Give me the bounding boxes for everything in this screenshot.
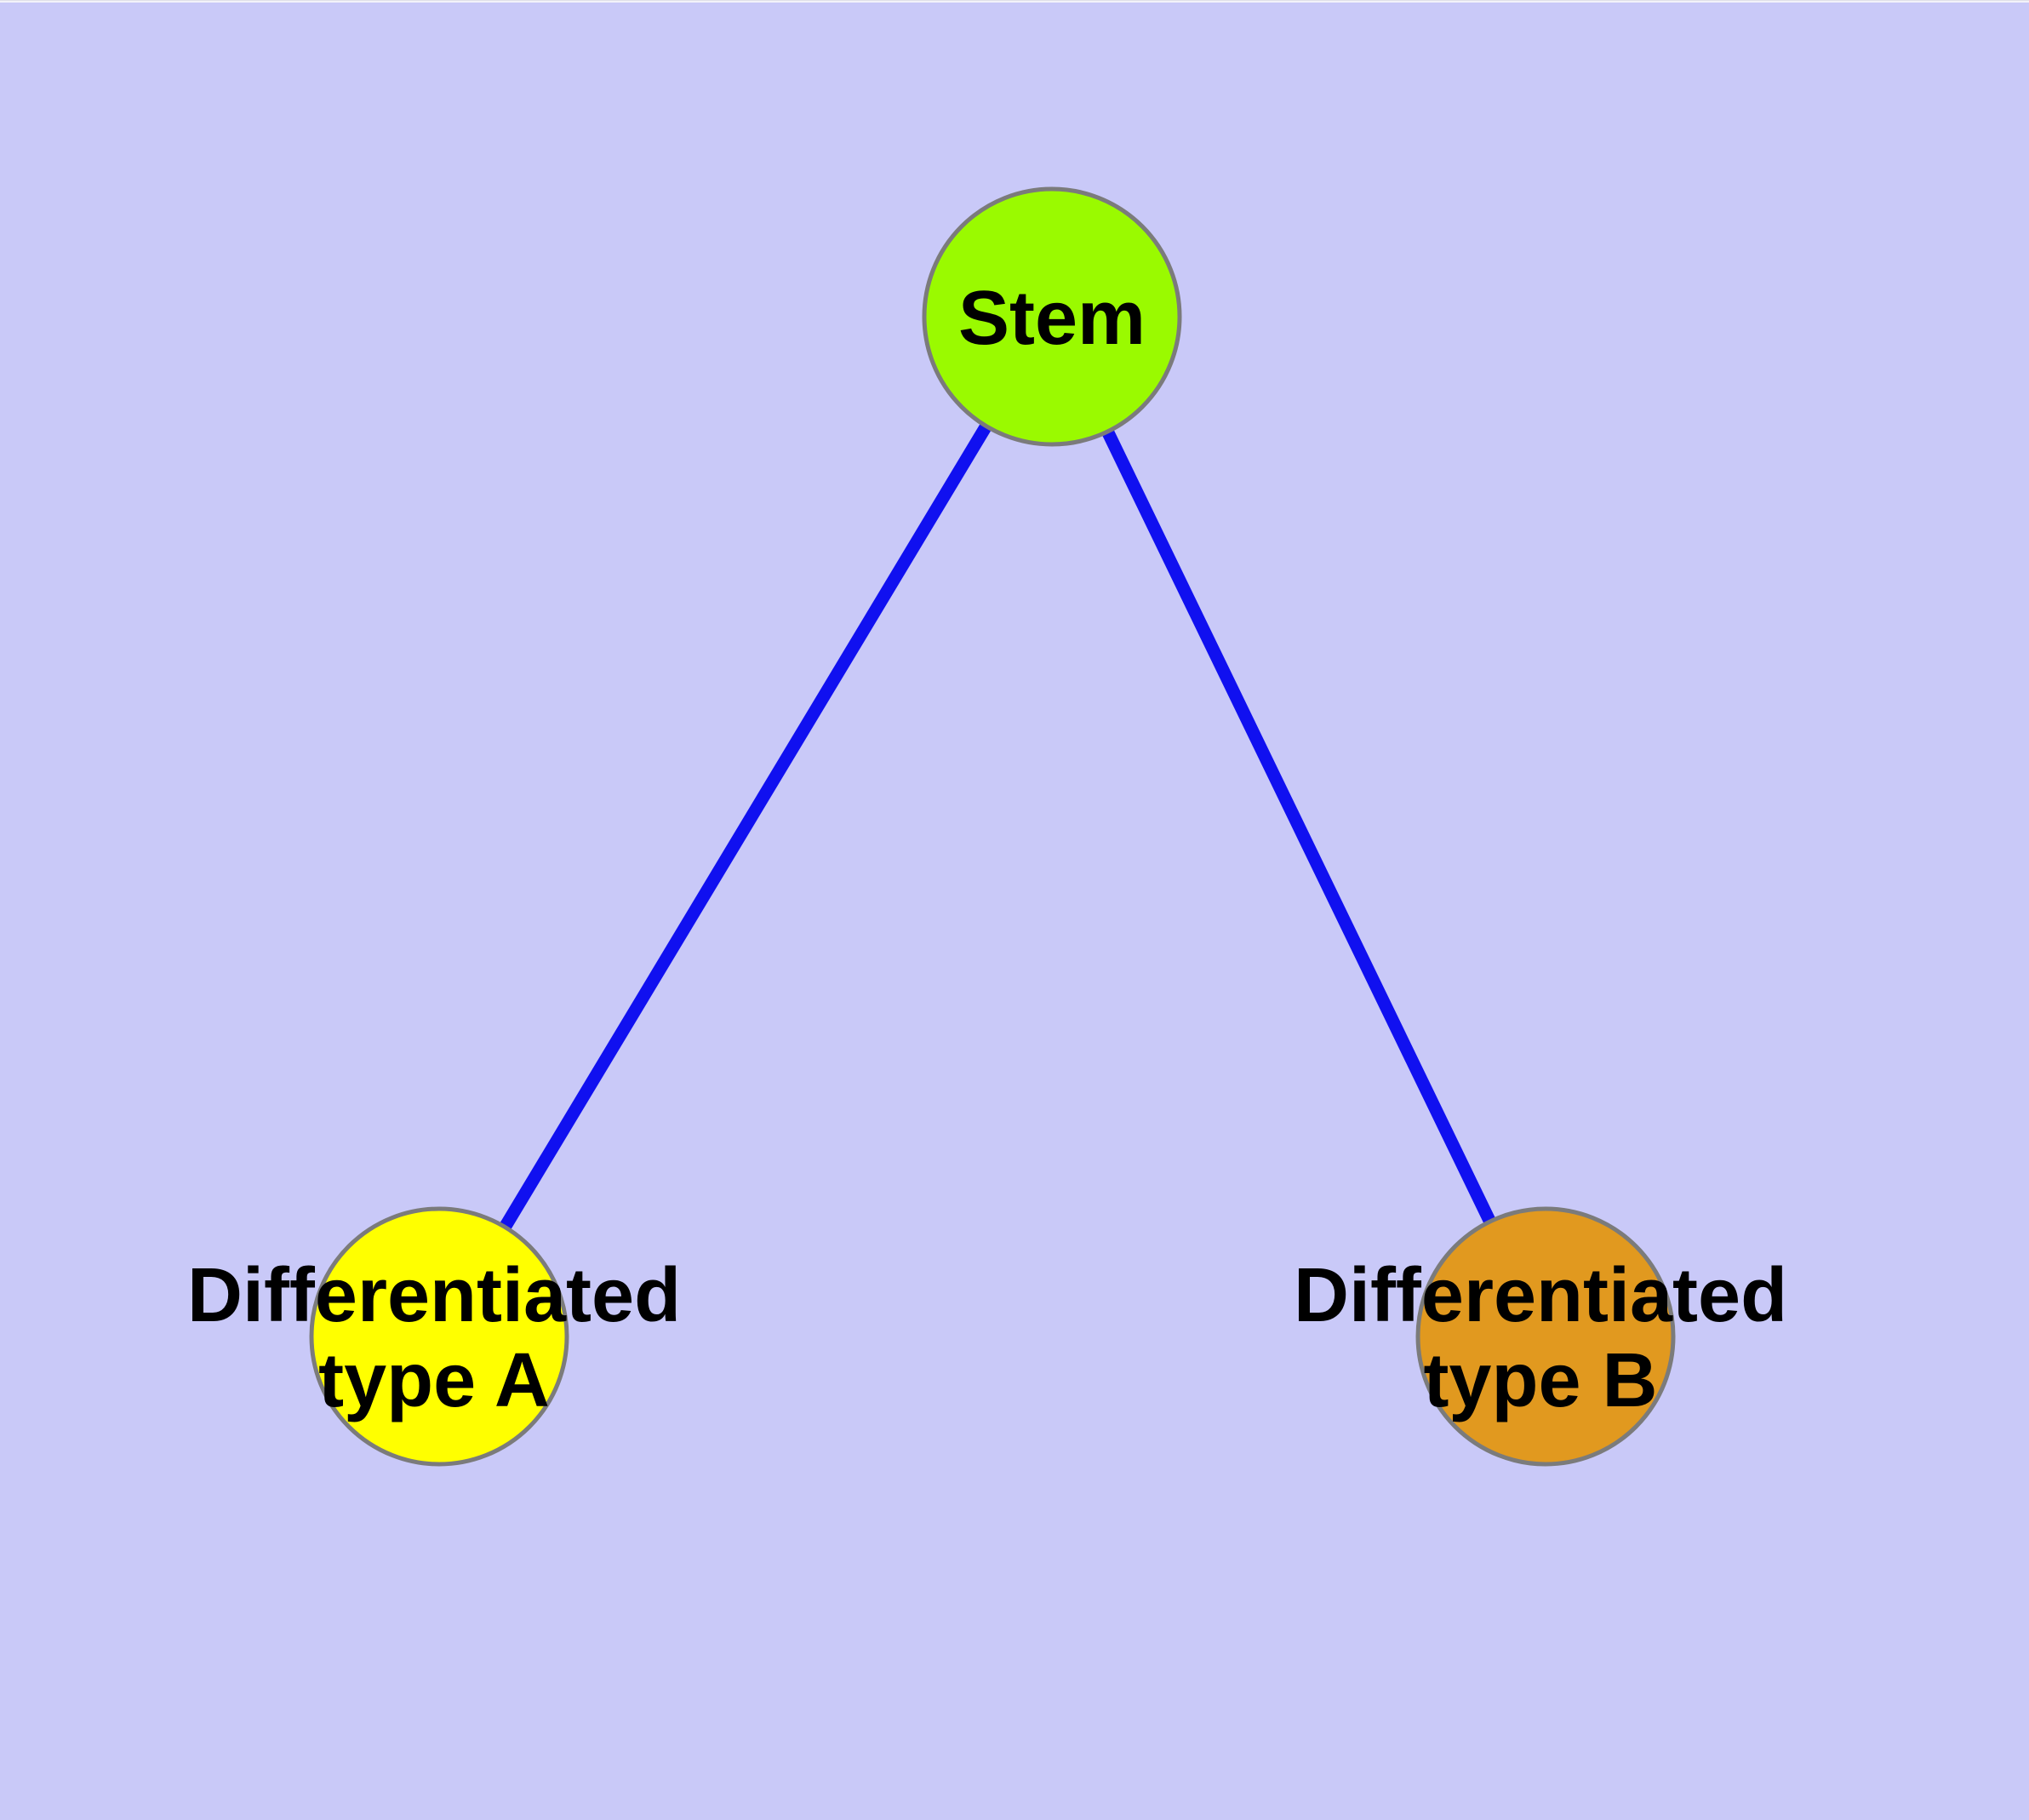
node-stem-circle[interactable] [922, 186, 1182, 447]
node-differentiated-type-a-circle[interactable] [309, 1206, 569, 1467]
canvas-top-edge [0, 0, 2029, 3]
edge-stem-to-type-a [433, 313, 1058, 1340]
node-differentiated-type-b-circle[interactable] [1415, 1206, 1676, 1467]
edge-stem-to-type-b [1046, 313, 1552, 1340]
